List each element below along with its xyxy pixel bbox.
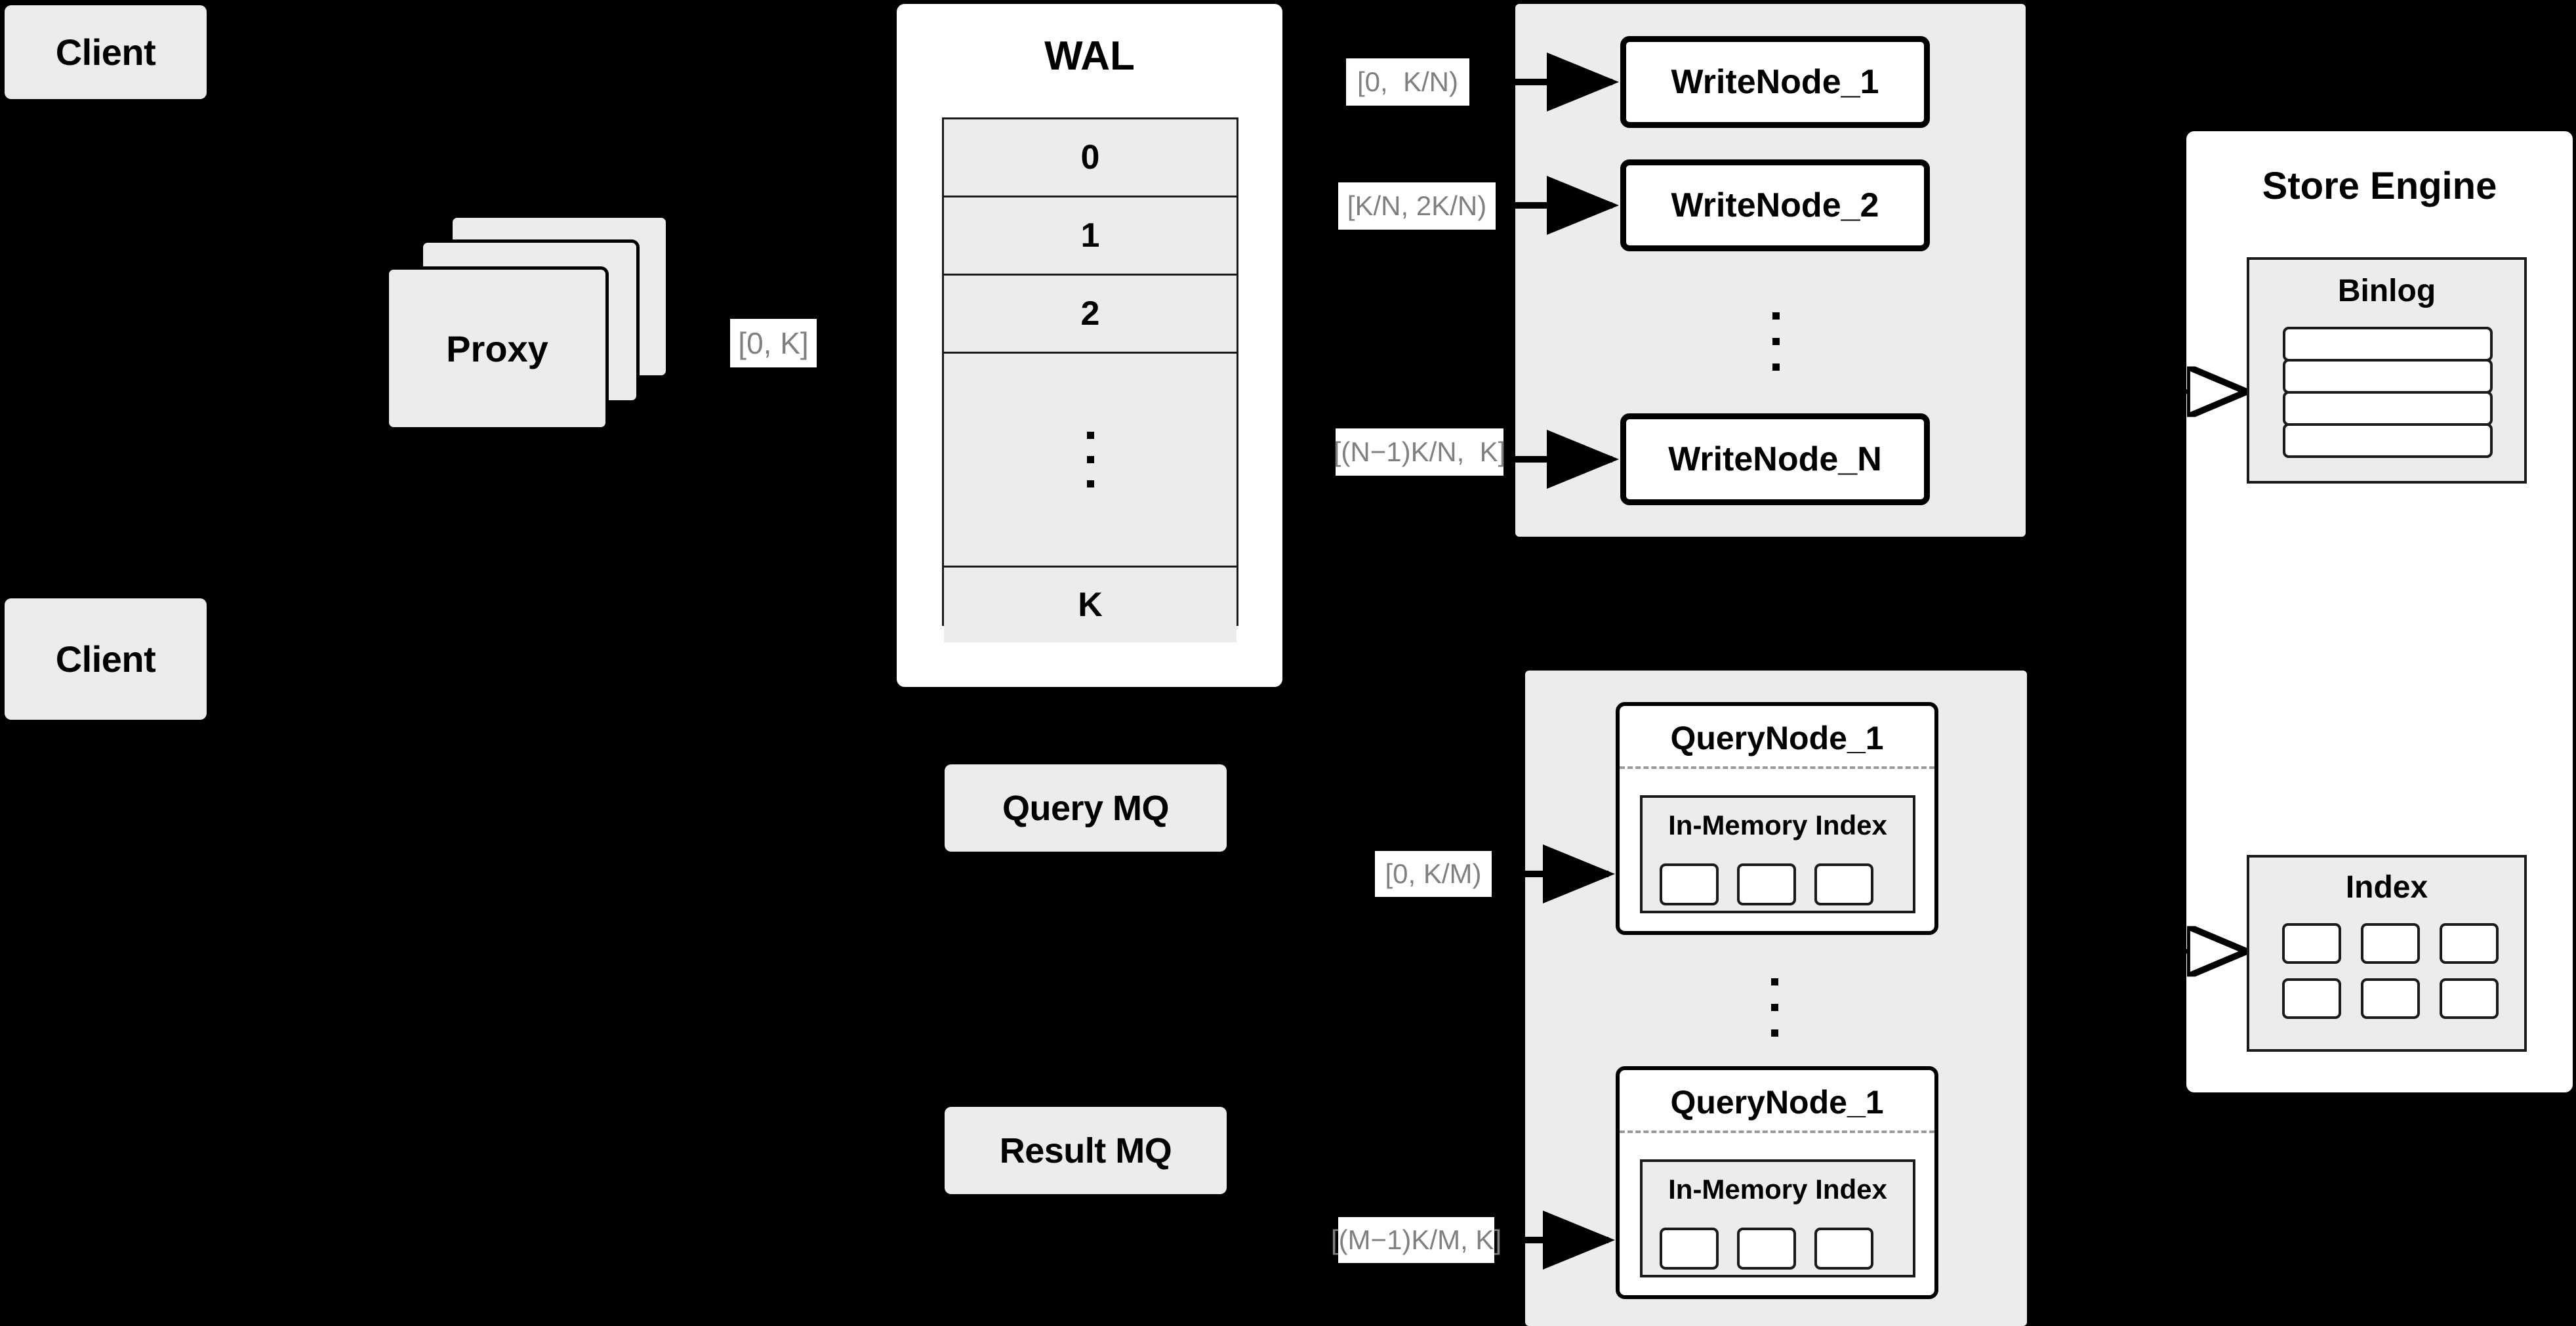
edge-label-text: [K/N, 2K/N) <box>1347 190 1487 221</box>
write-node-label: WriteNode_1 <box>1671 63 1879 101</box>
result-mq-box[interactable]: Result MQ <box>945 1107 1227 1194</box>
store-engine-panel: Store Engine Binlog Index <box>2186 131 2573 1092</box>
in-memory-index-cells <box>1660 1228 1901 1270</box>
index-cell[interactable] <box>1660 1228 1719 1270</box>
store-engine-title: Store Engine <box>2262 165 2497 207</box>
wal-ellipsis-row <box>944 354 1237 568</box>
index-cell[interactable] <box>2361 978 2420 1019</box>
query-mq-label: Query MQ <box>1002 788 1170 828</box>
query-node-ellipsis <box>1751 942 1797 1073</box>
binlog-rows <box>2283 327 2493 458</box>
wal-row-label: 2 <box>1080 295 1100 333</box>
query-node-label: QueryNode_1 <box>1670 1084 1884 1121</box>
ellipsis-dot <box>1086 456 1094 463</box>
wal-panel: WAL 0 1 2 K <box>897 4 1282 687</box>
in-memory-index-2: In-Memory Index <box>1640 1159 1915 1277</box>
ellipsis-dot <box>1772 312 1780 320</box>
proxy-card-front[interactable]: Proxy <box>386 266 609 430</box>
write-node-box-2[interactable]: WriteNode_2 <box>1620 159 1930 251</box>
ellipsis-dot <box>1770 1029 1778 1037</box>
client-box-1[interactable]: Client <box>5 5 207 99</box>
binlog-row[interactable] <box>2283 391 2493 426</box>
edge-label-query-node-1: [0, K/M) <box>1375 851 1492 897</box>
in-memory-index-1: In-Memory Index <box>1640 795 1915 913</box>
edge-label-text: [0, K/M) <box>1385 858 1482 889</box>
index-box: Index <box>2247 855 2527 1052</box>
write-node-box-n[interactable]: WriteNode_N <box>1620 413 1930 505</box>
client-box-2[interactable]: Client <box>5 598 207 720</box>
edge-label-text: [(N−1)K/N, K] <box>1333 436 1506 467</box>
write-node-box-1[interactable]: WriteNode_1 <box>1620 36 1930 128</box>
wal-row-label: 0 <box>1080 138 1100 176</box>
edge-label-write-node-1: [0, K/N) <box>1346 58 1469 106</box>
wal-row-label: K <box>1078 586 1103 624</box>
wal-table: 0 1 2 K <box>942 117 1238 642</box>
in-memory-index-title: In-Memory Index <box>1668 810 1887 840</box>
ellipsis-dot <box>1772 337 1780 345</box>
index-cells-grid <box>2282 923 2499 1028</box>
binlog-title: Binlog <box>2337 274 2436 308</box>
client-label-2: Client <box>55 638 156 680</box>
binlog-row[interactable] <box>2283 359 2493 394</box>
in-memory-index-cells <box>1660 863 1901 905</box>
ellipsis-dot <box>1770 1003 1778 1011</box>
index-cell[interactable] <box>2440 923 2499 964</box>
wal-row[interactable]: K <box>944 568 1237 642</box>
index-cell[interactable] <box>1814 1228 1873 1270</box>
wal-row[interactable]: 2 <box>944 276 1237 354</box>
ellipsis-dot <box>1772 363 1780 371</box>
result-mq-label: Result MQ <box>999 1130 1172 1171</box>
index-cell[interactable] <box>2440 978 2499 1019</box>
index-cell[interactable] <box>1737 863 1796 905</box>
ellipsis-dot <box>1086 432 1094 439</box>
wal-title: WAL <box>1044 33 1135 79</box>
binlog-box: Binlog <box>2247 257 2527 484</box>
index-cell[interactable] <box>2282 923 2341 964</box>
query-node-label: QueryNode_1 <box>1670 720 1884 756</box>
index-cell[interactable] <box>1660 863 1719 905</box>
query-node-separator <box>1620 766 1934 769</box>
index-cell[interactable] <box>2361 923 2420 964</box>
ellipsis-dot <box>1770 978 1778 985</box>
ellipsis-dot <box>1086 480 1094 487</box>
wal-row-label: 1 <box>1080 217 1100 255</box>
binlog-row[interactable] <box>2283 327 2493 362</box>
edge-label-text: [0, K/N) <box>1357 66 1459 97</box>
query-mq-box[interactable]: Query MQ <box>945 764 1227 852</box>
proxy-label: Proxy <box>446 327 548 369</box>
index-title: Index <box>2345 870 2428 905</box>
edge-label-text: [(M−1)K/M, K] <box>1330 1224 1502 1255</box>
index-cell[interactable] <box>1737 1228 1796 1270</box>
edge-label-write-node-n: [(N−1)K/N, K] <box>1333 428 1506 476</box>
edge-label-text: [0, K] <box>738 326 809 360</box>
binlog-row[interactable] <box>2283 423 2493 458</box>
edge-label-query-node-m: [(M−1)K/M, K] <box>1331 1217 1502 1263</box>
client-label-1: Client <box>55 31 156 73</box>
query-node-box-m[interactable]: QueryNode_1 In-Memory Index <box>1616 1066 1938 1299</box>
write-node-ellipsis <box>1753 276 1799 407</box>
edge-label-write-node-2: [K/N, 2K/N) <box>1338 182 1496 230</box>
write-node-label: WriteNode_N <box>1668 440 1882 478</box>
write-node-label: WriteNode_2 <box>1671 186 1879 224</box>
wal-row[interactable]: 1 <box>944 197 1237 276</box>
query-node-box-1[interactable]: QueryNode_1 In-Memory Index <box>1616 702 1938 935</box>
index-cell[interactable] <box>2282 978 2341 1019</box>
edge-label-proxy-to-wal: [0, K] <box>730 319 817 367</box>
wal-row[interactable]: 0 <box>944 119 1237 197</box>
in-memory-index-title: In-Memory Index <box>1668 1174 1887 1205</box>
index-cell[interactable] <box>1814 863 1873 905</box>
query-node-separator <box>1620 1130 1934 1133</box>
